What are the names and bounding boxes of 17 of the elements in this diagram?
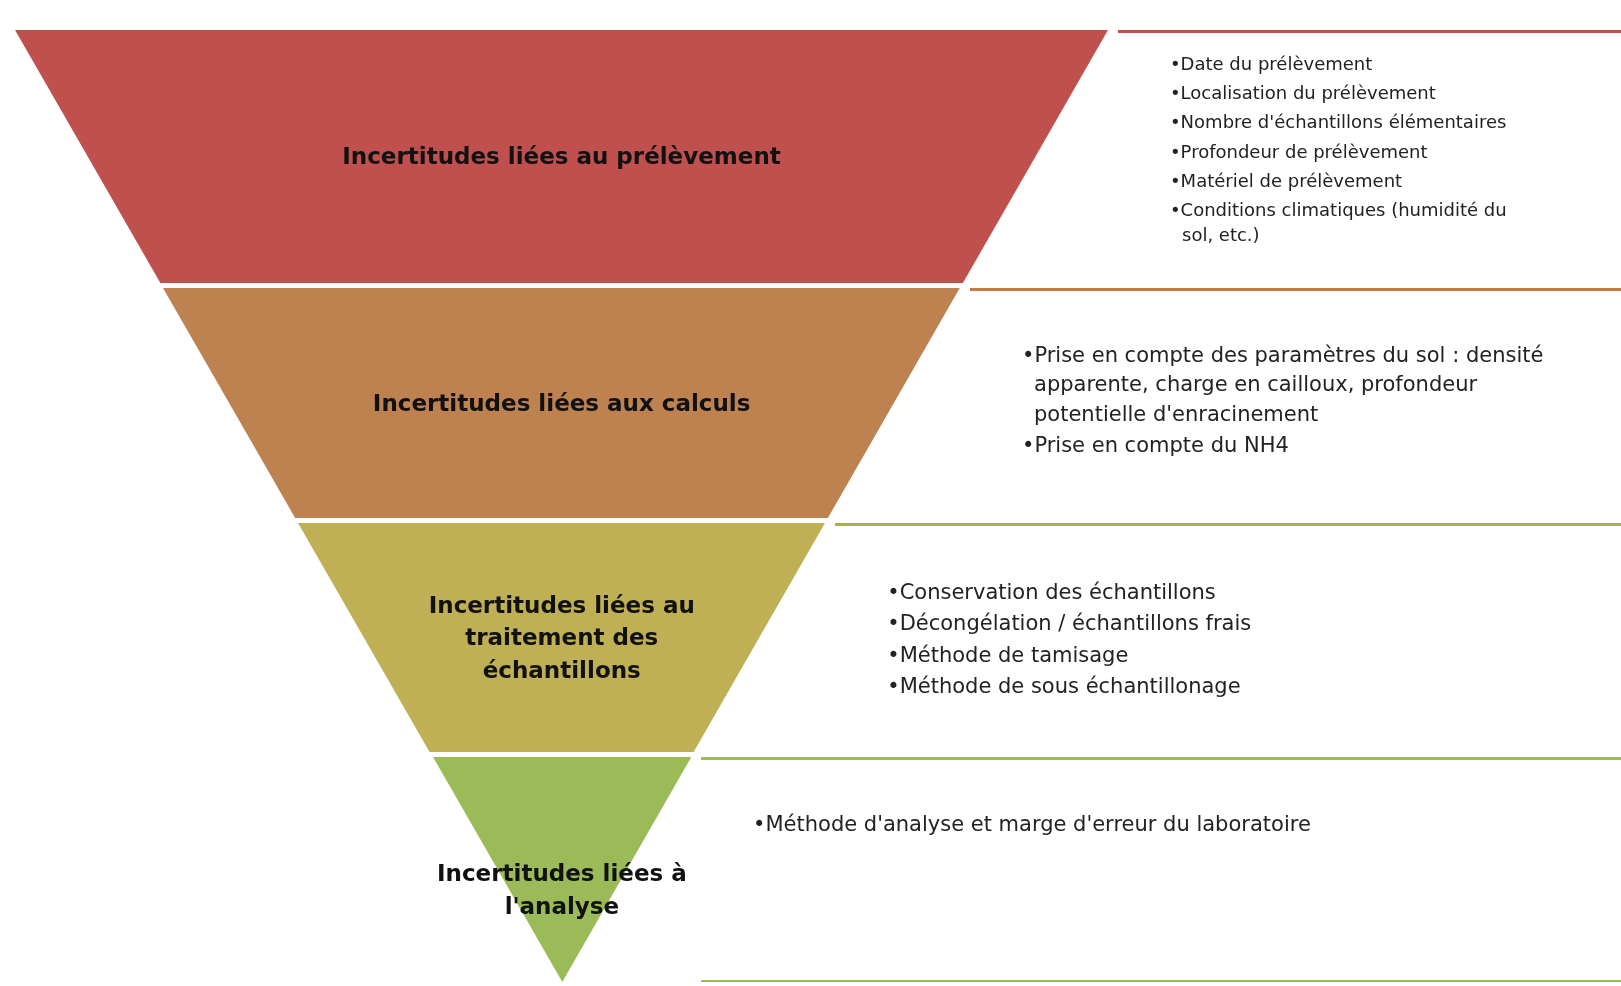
bullet-item: •Méthode de tamisage bbox=[887, 641, 1130, 669]
bullet-item: •Méthode d'analyse et marge d'erreur du laboratoire bbox=[753, 811, 1312, 838]
bullet-item: •Conditions climatiques (humidité du sol, etc.) bbox=[1170, 197, 1508, 248]
bullet-item: •Décongélation / échantillons frais bbox=[887, 610, 1253, 638]
band-title: Incertitudes liées au traitement des échantillons bbox=[427, 591, 696, 685]
detail-panel bbox=[701, 757, 1621, 982]
bullet-item: •Profondeur de prélèvement bbox=[1170, 139, 1429, 164]
band-title: Incertitudes liées aux calculs bbox=[372, 388, 751, 418]
bullet-item: •Matériel de prélèvement bbox=[1170, 168, 1404, 193]
bullet-item: •Localisation du prélèvement bbox=[1170, 81, 1437, 106]
bullet-item: •Conservation des échantillons bbox=[887, 579, 1217, 606]
bullet-item: •Prise en compte des paramètres du sol : densité apparente, charge en cailloux, profondeur potentielle d'enracinement bbox=[1022, 342, 1545, 428]
bullet-item: •Nombre d'échantillons élémentaires bbox=[1170, 110, 1508, 135]
bullet-item: •Méthode de sous échantillonage bbox=[887, 673, 1242, 701]
bullet-item: •Prise en compte du NH4 bbox=[1022, 432, 1290, 460]
bullet-item: •Date du prélèvement bbox=[1170, 52, 1374, 76]
band-title: Incertitudes liées au prélèvement bbox=[342, 142, 781, 172]
